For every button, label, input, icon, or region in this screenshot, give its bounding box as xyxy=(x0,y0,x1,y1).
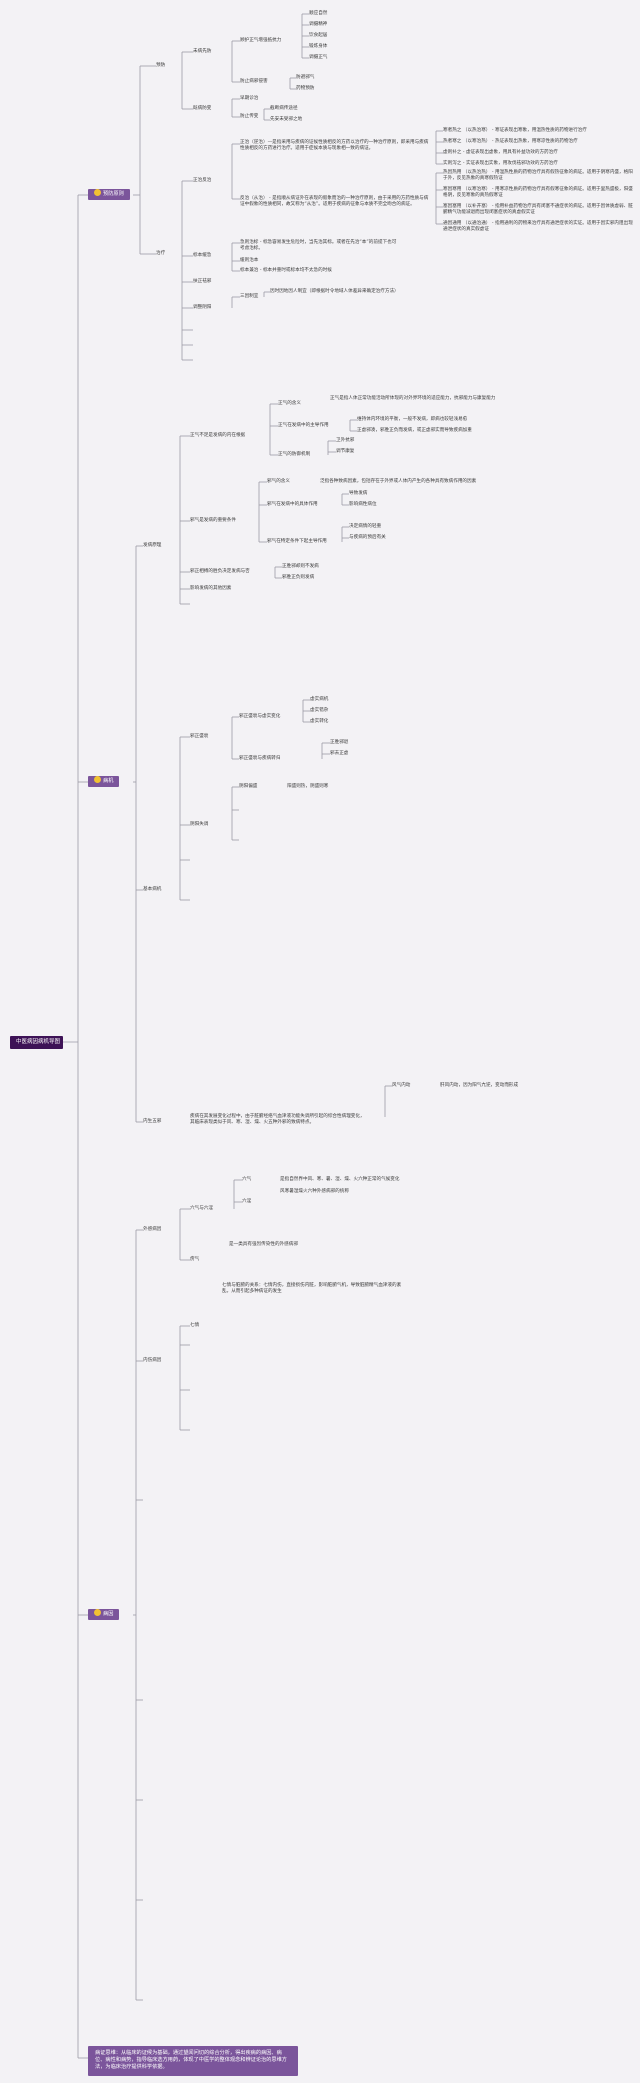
node-r4[interactable]: 调节康复 xyxy=(336,449,355,454)
node-zq-def[interactable]: 正气的含义 xyxy=(278,401,301,406)
node-wind-t[interactable]: 肝风内动，因为阳气亢逆，变动而形成 xyxy=(440,1083,519,1088)
node-yy2a[interactable]: 正胜邪退 xyxy=(330,740,349,745)
node-internal[interactable]: 内生五邪 xyxy=(143,1119,162,1124)
node-tiao-zheng[interactable]: 调整阴阳 xyxy=(193,305,212,310)
node-yd1t[interactable]: 阳盛则热，阴盛则寒 xyxy=(287,784,329,789)
node-fan[interactable]: 反治（从治） - 是指顺从病证外在表现的假象而治的一种治疗原则，由于采用的方药性… xyxy=(240,196,429,207)
node-liu-qi-t[interactable]: 是指自然界中风、寒、暑、湿、燥、火六种正常的气候变化 xyxy=(280,1177,400,1182)
node-yy1b[interactable]: 虚实错杂 xyxy=(310,708,329,713)
node-z2[interactable]: 热者寒之 （以寒治热） - 热证表现出热象，用寒凉性质的药物治疗 xyxy=(443,139,578,144)
node-wind[interactable]: 风气内动 xyxy=(392,1083,411,1088)
node-zq-role[interactable]: 正气在发病中的主导作用 xyxy=(278,423,329,428)
emoji-icon xyxy=(94,1609,101,1616)
node-xq-r2[interactable]: 影响病性病位 xyxy=(349,502,377,507)
node-n4[interactable]: 锻炼身体 xyxy=(309,44,328,49)
node-li-qi-t[interactable]: 是一类具有强烈传染性的外感病邪 xyxy=(229,1242,298,1247)
node-f3[interactable]: 塞因塞用 （以补开塞） - 指用补益药物治疗具有闭塞不通症状的病证。适用于因体质… xyxy=(443,204,633,215)
node-struggle[interactable]: 邪正相搏的胜负决定发病与否 xyxy=(190,569,250,574)
node-external[interactable]: 外感病因 xyxy=(143,1227,162,1232)
node-liu-yin-t[interactable]: 风寒暑湿燥火六种外感病邪的统称 xyxy=(280,1189,349,1194)
node-basic-mech[interactable]: 基本病机 xyxy=(143,887,162,892)
node-r1[interactable]: 维持体内环境的平衡，一般不发病，即病也较轻浅易愈 xyxy=(357,417,468,422)
node-c1[interactable]: 截断病传途径 xyxy=(270,106,298,111)
node-yy2b[interactable]: 邪去正虚 xyxy=(330,751,349,756)
node-zheng-fan[interactable]: 正治反治 xyxy=(193,178,212,183)
node-xq-lead[interactable]: 邪气在特定条件下起主导作用 xyxy=(267,539,327,544)
node-xq-r1[interactable]: 导致发病 xyxy=(349,491,368,496)
node-internal-cause[interactable]: 内伤病因 xyxy=(143,1358,162,1363)
node-yd1[interactable]: 阴阳偏盛 xyxy=(239,784,258,789)
topic-etiology[interactable]: 病因 xyxy=(88,1609,120,1620)
node-nourish[interactable]: 顾护正气增强抵抗力 xyxy=(240,38,282,43)
node-n5[interactable]: 调摄正气 xyxy=(309,55,328,60)
node-xq-r3[interactable]: 决定病情的轻重 xyxy=(349,524,382,529)
node-three-factors[interactable]: 三因制宜 xyxy=(240,294,259,299)
node-xieqi-cond[interactable]: 邪气是发病的重要条件 xyxy=(190,518,236,523)
node-a1[interactable]: 防避邪气 xyxy=(296,75,315,80)
node-treatment[interactable]: 治疗 xyxy=(156,251,166,256)
node-f2[interactable]: 寒因寒用 （以寒治寒） - 用寒凉性质的药物治疗具有假寒征象的病证。适用于里热盛… xyxy=(443,187,633,198)
node-s2[interactable]: 邪胜正负则发病 xyxy=(282,575,315,580)
emoji-icon xyxy=(94,776,101,783)
node-yy2[interactable]: 邪正盛衰与疾病转归 xyxy=(239,756,281,761)
node-tf[interactable]: 因时因地因人制宜（即根据时令地域人体差异来确定治疗方法） xyxy=(270,289,399,294)
node-prevent[interactable]: 预防 xyxy=(156,63,166,68)
node-z3[interactable]: 虚则补之 - 虚证表现出虚象，用具有补益功效的方药治疗 xyxy=(443,150,558,155)
node-yin-yang[interactable]: 邪正盛衰 xyxy=(190,734,209,739)
node-n1[interactable]: 顺应自然 xyxy=(309,11,328,16)
node-basic[interactable]: 发病原理 xyxy=(143,543,162,548)
node-a2[interactable]: 药物预防 xyxy=(296,86,315,91)
node-b1[interactable]: 急则治标 - 标急容易发生危险时，当先治其标。或者在先治“本”的前提下也可考虑治… xyxy=(240,240,397,251)
node-zq-def-t[interactable]: 正气是指人体正常功能活动所体现的对外界环境的适应能力，抗邪能力与康复能力 xyxy=(330,396,496,401)
node-liu-yin2[interactable]: 六淫 xyxy=(242,1199,252,1204)
node-fu-zheng[interactable]: 扶正祛邪 xyxy=(193,279,212,284)
node-xq-def-t[interactable]: 泛指各种致病因素，包括存在于外界或人体内产生的各种具有致病作用的因素 xyxy=(320,479,477,484)
node-z1[interactable]: 寒者热之 （以热治寒） - 寒证表现出寒象，用温热性质的药物进行治疗 xyxy=(443,128,587,133)
node-yy1c[interactable]: 虚实转化 xyxy=(310,719,329,724)
node-internal-t[interactable]: 疾病在其发展变化过程中，由于脏腑经络气血津液功能失调所引起的综合性病理变化，其临… xyxy=(190,1114,365,1125)
node-xq-r4[interactable]: 与疾病的预后有关 xyxy=(349,535,386,540)
node-other[interactable]: 影响发病的其他因素 xyxy=(190,586,232,591)
node-f1[interactable]: 热因热用 （以热治热） - 用温热性质的药物治疗具有假热征象的病证。适用于阴寒内… xyxy=(443,170,633,181)
node-wei-bing[interactable]: 未病先防 xyxy=(193,49,212,54)
summary-note[interactable]: 病证思维：从临床的证候为基础，通过望闻问切的综合分析，得出疾病的病因、病位、病性… xyxy=(88,2046,298,2076)
node-r2[interactable]: 正虚邪凑，邪胜正负而发病，或正虚邪实而导致疾病加重 xyxy=(357,428,472,433)
node-zq-mech[interactable]: 正气的防御机制 xyxy=(278,452,311,457)
node-zheng[interactable]: 正治（逆治）—是指采用与疾病的证候性质相反的方药以治疗的一种治疗原则，即采用与疾… xyxy=(240,140,429,151)
root-node[interactable]: 中医病因病机导图 xyxy=(10,1036,63,1049)
node-biao-ben[interactable]: 标本缓急 xyxy=(193,253,212,258)
node-r3[interactable]: 卫外抗邪 xyxy=(336,438,355,443)
topic-pathogenesis[interactable]: 病机 xyxy=(88,776,120,787)
node-liu-yin[interactable]: 六气与六淫 xyxy=(190,1206,213,1211)
node-xq-role[interactable]: 邪气在发病中的具体作用 xyxy=(267,502,318,507)
node-s1[interactable]: 正胜邪却则不发病 xyxy=(282,564,319,569)
node-li-qi[interactable]: 疠气 xyxy=(190,1257,200,1262)
node-prevent-change[interactable]: 既病防变 xyxy=(193,106,212,111)
node-n2[interactable]: 调摄精神 xyxy=(309,22,328,27)
node-xq-def[interactable]: 邪气的含义 xyxy=(267,479,290,484)
node-yy1[interactable]: 邪正盛衰与虚实变化 xyxy=(239,714,281,719)
node-zhengqi-root[interactable]: 正气不足是发病的内在根据 xyxy=(190,433,246,438)
node-liu-qi[interactable]: 六气 xyxy=(242,1177,252,1182)
node-z4[interactable]: 实则泻之 - 实证表现出实象，用攻伐祛邪功效的方药治疗 xyxy=(443,161,558,166)
node-yinyang-dis[interactable]: 阴阳失调 xyxy=(190,822,209,827)
node-early[interactable]: 早期诊治 xyxy=(240,96,259,101)
node-n3[interactable]: 饮食起居 xyxy=(309,33,328,38)
emoji-icon xyxy=(94,189,101,196)
node-b2[interactable]: 缓则治本 xyxy=(240,258,259,263)
node-avoid[interactable]: 防止病邪侵害 xyxy=(240,79,268,84)
node-qing-zhi[interactable]: 七情 xyxy=(190,1323,200,1328)
node-yy1a[interactable]: 虚实病机 xyxy=(310,697,329,702)
node-f4[interactable]: 通因通用 （以通治通） - 指用通利的药物来治疗具有通泄症状的实证。适用于因实邪… xyxy=(443,221,633,232)
node-qz-t[interactable]: 七情与脏腑的关系：七情内伤，直接损伤内脏，影响脏腑气机，导致脏腑精气血津液的紊乱… xyxy=(222,1283,402,1294)
node-c2[interactable]: 先安未受邪之地 xyxy=(270,117,303,122)
node-control[interactable]: 防止传变 xyxy=(240,114,259,119)
topic-prevention[interactable]: 预防原则 xyxy=(88,189,130,200)
node-b3[interactable]: 标本兼治 - 标本并重时或标本均不太急的时候 xyxy=(240,268,332,273)
